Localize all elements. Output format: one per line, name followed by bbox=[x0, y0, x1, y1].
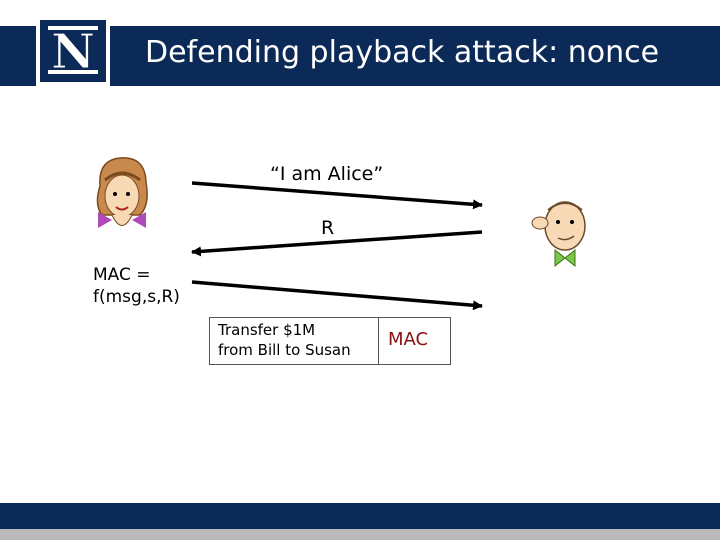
arrow-bob-to-alice bbox=[191, 230, 483, 257]
n-logo-icon: N bbox=[48, 24, 98, 81]
transfer-line-1: Transfer $1M bbox=[218, 321, 316, 339]
arrow-alice-to-bob-1 bbox=[191, 181, 483, 210]
mac-tag: MAC bbox=[388, 329, 429, 350]
transfer-line-2: from Bill to Susan bbox=[218, 341, 351, 359]
footer-strip bbox=[0, 529, 720, 540]
bob-icon bbox=[531, 201, 586, 268]
message-i-am-alice: “I am Alice” bbox=[270, 163, 384, 185]
message-nonce-r: R bbox=[321, 217, 335, 239]
message-box: Transfer $1M from Bill to Susan MAC bbox=[209, 317, 451, 365]
header-bar bbox=[0, 26, 720, 86]
arrow-alice-to-bob-2 bbox=[191, 280, 483, 311]
message-box-divider bbox=[378, 318, 379, 364]
slide-title: Defending playback attack: nonce bbox=[145, 35, 660, 70]
mac-formula-line-2: f(msg,s,R) bbox=[93, 287, 180, 307]
transfer-text: Transfer $1M from Bill to Susan bbox=[218, 320, 351, 360]
mac-formula: MAC = f(msg,s,R) bbox=[93, 264, 180, 308]
footer-bar bbox=[0, 503, 720, 529]
mac-formula-line-1: MAC = bbox=[93, 265, 151, 285]
university-logo: N bbox=[36, 16, 110, 86]
alice-icon bbox=[96, 157, 148, 228]
